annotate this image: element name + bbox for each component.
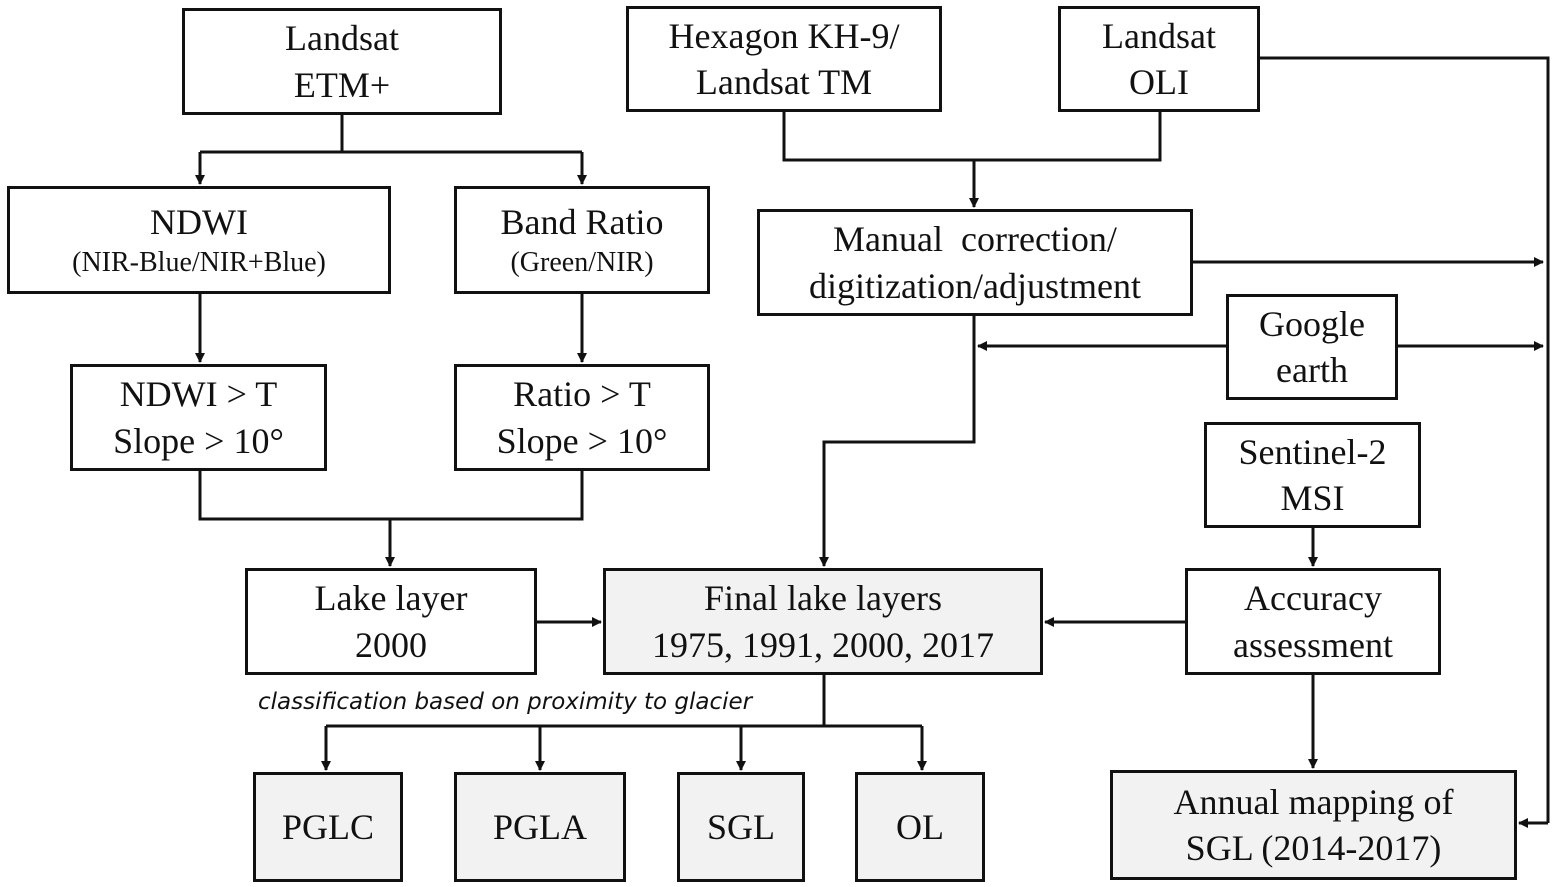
connector-oli-right-bus (1260, 56, 1550, 823)
connector-threshold-merge (198, 471, 584, 521)
node-ol: OL (855, 772, 985, 882)
node-manual-correction-line2: digitization/adjustment (809, 265, 1141, 306)
node-pglc-label: PGLC (281, 806, 375, 847)
connector-final-layers-split (326, 675, 922, 728)
node-ndwi-threshold-line2: Slope > 10° (113, 420, 284, 461)
node-final-lake-layers-line2: 1975, 1991, 2000, 2017 (652, 624, 994, 665)
node-landsat-etm-line1: Landsat (285, 18, 399, 59)
node-ndwi-line2: (NIR-Blue/NIR+Blue) (72, 247, 326, 279)
node-sgl-label: SGL (706, 806, 775, 847)
node-ndwi-line1: NDWI (150, 202, 248, 243)
arrow-manual-correction-to-final-layers (819, 316, 976, 567)
node-annual-mapping-line1: Annual mapping of (1173, 781, 1454, 822)
node-landsat-etm: Landsat ETM+ (182, 8, 502, 115)
node-sentinel2: Sentinel-2 MSI (1204, 422, 1421, 528)
node-landsat-etm-line2: ETM+ (293, 64, 391, 105)
node-lake-layer-line1: Lake layer (314, 578, 468, 619)
node-ratio-threshold-line1: Ratio > T (513, 374, 651, 415)
node-manual-correction-line1: Manual correction/ (833, 219, 1117, 260)
node-accuracy: Accuracy assessment (1185, 568, 1441, 675)
node-ratio-threshold-line2: Slope > 10° (496, 420, 668, 461)
node-hexagon: Hexagon KH-9/ Landsat TM (626, 6, 942, 112)
node-band-ratio-line1: Band Ratio (500, 202, 664, 243)
node-lake-layer: Lake layer 2000 (245, 568, 537, 675)
node-hexagon-line2: Landsat TM (695, 62, 873, 102)
node-landsat-oli: Landsat OLI (1058, 6, 1260, 112)
node-ndwi-threshold-line1: NDWI > T (119, 374, 278, 415)
node-ndwi-threshold: NDWI > T Slope > 10° (70, 364, 327, 471)
node-pgla: PGLA (454, 772, 626, 882)
node-sentinel2-line1: Sentinel-2 (1238, 431, 1387, 472)
node-landsat-oli-line2: OLI (1129, 62, 1189, 102)
node-manual-correction: Manual correction/ digitization/adjustme… (757, 209, 1193, 316)
connector-etm-split (200, 115, 582, 154)
node-hexagon-line1: Hexagon KH-9/ (668, 15, 900, 56)
node-sgl: SGL (677, 772, 805, 882)
node-pgla-label: PGLA (492, 806, 587, 847)
node-google-earth: Google earth (1226, 294, 1398, 400)
node-pglc: PGLC (253, 772, 403, 882)
node-ol-label: OL (896, 806, 944, 847)
node-annual-mapping-line2: SGL (2014-2017) (1185, 828, 1442, 868)
node-accuracy-line1: Accuracy (1244, 578, 1382, 619)
node-band-ratio-line2: (Green/NIR) (510, 247, 654, 279)
node-ratio-threshold: Ratio > T Slope > 10° (454, 364, 710, 471)
node-final-lake-layers-line1: Final lake layers (704, 578, 942, 619)
node-landsat-oli-line1: Landsat (1102, 15, 1216, 56)
node-ndwi: NDWI (NIR-Blue/NIR+Blue) (7, 186, 391, 294)
node-google-earth-line1: Google (1259, 303, 1365, 344)
node-accuracy-line2: assessment (1233, 624, 1393, 665)
node-lake-layer-line2: 2000 (355, 624, 427, 665)
node-sentinel2-line2: MSI (1280, 478, 1345, 518)
node-google-earth-line2: earth (1276, 350, 1348, 390)
classification-note: classification based on proximity to gla… (258, 689, 753, 715)
node-final-lake-layers: Final lake layers 1975, 1991, 2000, 2017 (603, 568, 1043, 675)
node-annual-mapping: Annual mapping of SGL (2014-2017) (1110, 770, 1517, 880)
node-band-ratio: Band Ratio (Green/NIR) (454, 186, 710, 294)
connector-hexagon-oli-merge (782, 112, 1162, 162)
